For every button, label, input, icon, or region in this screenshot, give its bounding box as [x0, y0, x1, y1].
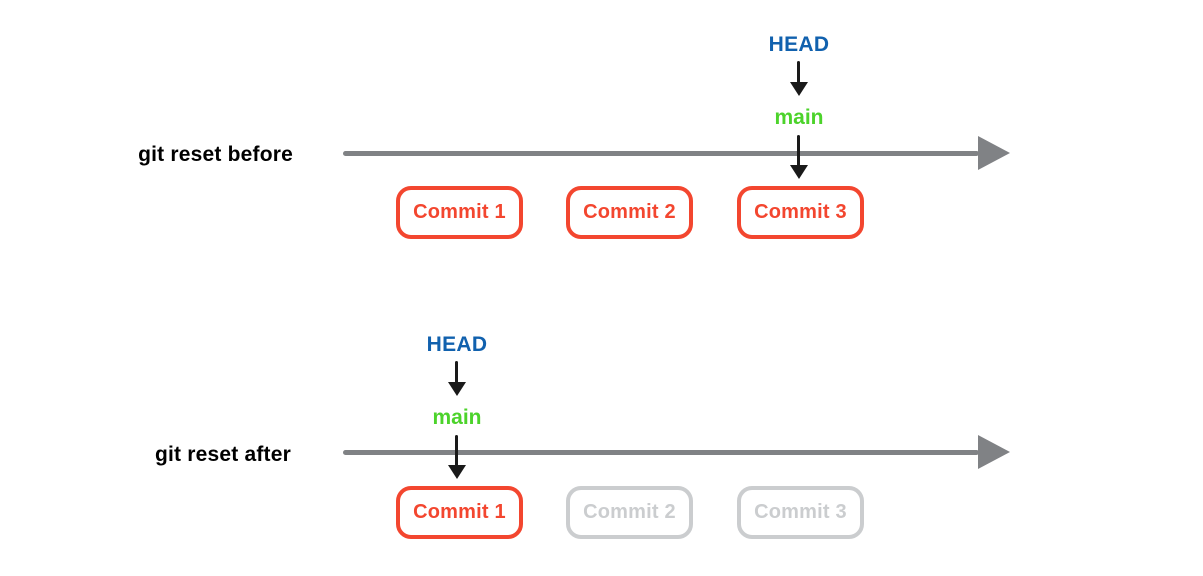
down-arrow-icon	[448, 465, 466, 479]
head-label: HEAD	[768, 33, 830, 56]
branch-label: main	[774, 106, 824, 129]
down-arrow-icon	[797, 135, 800, 166]
down-arrow-icon	[790, 82, 808, 96]
down-arrow-icon	[455, 435, 458, 466]
diagram-label: git reset after	[154, 443, 291, 466]
down-arrow-icon	[797, 61, 800, 83]
timeline-line	[343, 450, 979, 455]
down-arrow-icon	[448, 382, 466, 396]
commit-box: Commit 2	[566, 486, 693, 539]
timeline-arrowhead-icon	[978, 136, 1010, 170]
commit-box: Commit 2	[566, 186, 693, 239]
commit-box: Commit 1	[396, 186, 523, 239]
commit-box: Commit 1	[396, 486, 523, 539]
timeline-line	[343, 151, 979, 156]
down-arrow-icon	[455, 361, 458, 383]
timeline-arrowhead-icon	[978, 435, 1010, 469]
branch-label: main	[432, 406, 482, 429]
head-label: HEAD	[426, 333, 488, 356]
down-arrow-icon	[790, 165, 808, 179]
commit-box: Commit 3	[737, 486, 864, 539]
commit-box: Commit 3	[737, 186, 864, 239]
diagram-label: git reset before	[138, 143, 293, 166]
